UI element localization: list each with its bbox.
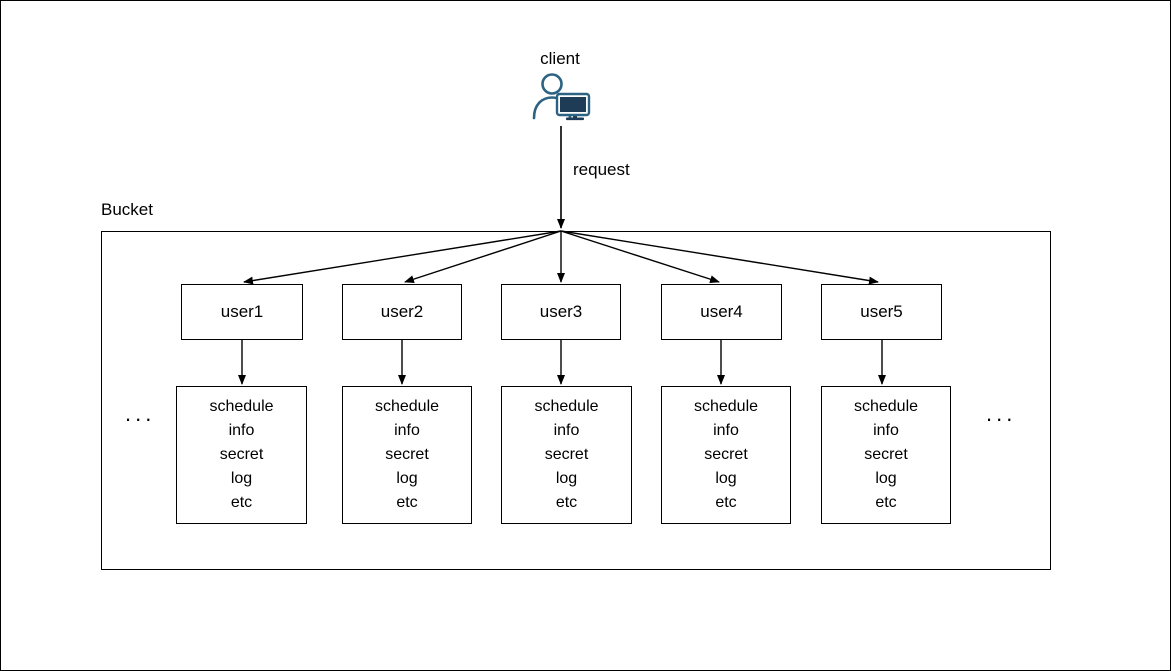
- detail-item: secret: [704, 446, 748, 463]
- client-label: client: [540, 49, 580, 68]
- detail-item: info: [553, 422, 580, 439]
- user-box-2[interactable]: user2: [342, 284, 462, 340]
- user-box-label: user2: [380, 302, 424, 321]
- detail-item: log: [230, 470, 253, 487]
- detail-item: log: [875, 470, 897, 487]
- detail-box-4[interactable]: schedule info secret log etc: [661, 386, 791, 524]
- detail-item: info: [394, 422, 420, 439]
- detail-box-5[interactable]: schedule info secret log etc: [821, 386, 951, 524]
- detail-item: secret: [544, 446, 589, 463]
- ellipsis-right: ...: [986, 401, 1017, 426]
- detail-box-3[interactable]: schedule info secret log etc: [501, 386, 632, 524]
- user-box-3[interactable]: user3: [501, 284, 621, 340]
- detail-item: secret: [385, 446, 429, 463]
- detail-item: info: [228, 422, 255, 439]
- detail-item: schedule: [534, 398, 599, 415]
- request-label: request: [573, 160, 630, 179]
- bucket-label: Bucket: [101, 200, 153, 219]
- detail-item: etc: [230, 494, 253, 511]
- user-box-label: user4: [700, 302, 743, 321]
- detail-item: log: [396, 470, 418, 487]
- detail-item: info: [713, 422, 739, 439]
- user-box-label: user3: [539, 302, 583, 321]
- user-box-1[interactable]: user1: [181, 284, 303, 340]
- detail-item: schedule: [374, 398, 440, 415]
- detail-item: etc: [555, 494, 578, 511]
- detail-item: secret: [864, 446, 908, 463]
- detail-box-1[interactable]: schedule info secret log etc: [176, 386, 307, 524]
- user-box-4[interactable]: user4: [661, 284, 782, 340]
- detail-item: schedule: [693, 398, 759, 415]
- detail-item: etc: [715, 494, 737, 511]
- detail-item: schedule: [209, 398, 274, 415]
- detail-item: etc: [396, 494, 418, 511]
- ellipsis-left: ...: [125, 401, 156, 426]
- client-user-computer-icon: [528, 73, 592, 123]
- detail-item: etc: [875, 494, 897, 511]
- user-box-label: user5: [860, 302, 903, 321]
- detail-item: log: [555, 470, 578, 487]
- detail-item: schedule: [853, 398, 919, 415]
- detail-item: secret: [219, 446, 264, 463]
- detail-box-2[interactable]: schedule info secret log etc: [342, 386, 472, 524]
- detail-item: info: [873, 422, 899, 439]
- user-box-5[interactable]: user5: [821, 284, 942, 340]
- user-box-label: user1: [220, 302, 264, 321]
- detail-item: log: [715, 470, 737, 487]
- bucket-container: [101, 231, 1051, 570]
